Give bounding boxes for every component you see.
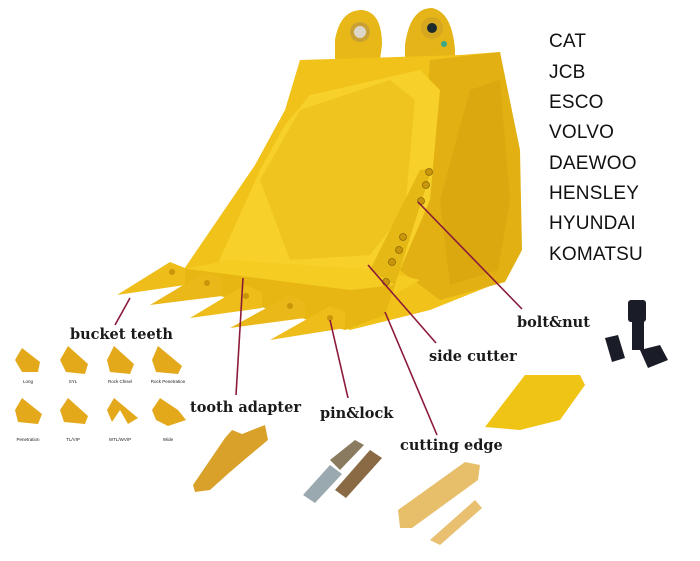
tooth-type-caption: SYL	[68, 379, 78, 384]
brand-jcb: JCB	[549, 62, 586, 83]
label-bucket-teeth: bucket teeth	[70, 326, 173, 343]
side-cutter-image	[485, 375, 585, 430]
tooth-type-caption: Long	[22, 379, 33, 384]
brand-esco: ESCO	[549, 92, 604, 113]
bucket-teeth-on-bucket	[117, 262, 345, 340]
bucket-hinge-right	[405, 8, 455, 62]
tooth-type-caption: WTL/WVIP	[108, 437, 132, 442]
pin-lock-image	[303, 440, 382, 503]
label-side-cutter: side cutter	[429, 348, 517, 365]
bolt-nut-image	[605, 300, 668, 368]
tooth-adapter-image	[193, 425, 268, 492]
leader-lines	[114, 201, 523, 436]
brand-daewoo: DAEWOO	[549, 153, 637, 174]
tooth-type-caption: TL/VIP	[66, 437, 80, 442]
label-tooth-adapter: tooth adapter	[190, 399, 301, 416]
tooth-type-caption: Rock Chisel	[107, 379, 132, 384]
cutting-edge-image	[398, 462, 482, 545]
bucket-hinge-left	[335, 10, 382, 60]
tooth-type-caption: Wide	[162, 437, 174, 442]
brand-komatsu: KOMATSU	[549, 244, 643, 265]
tooth-type-caption: Rock Penetration	[150, 379, 186, 384]
brand-cat: CAT	[549, 31, 587, 52]
brand-volvo: VOLVO	[549, 122, 615, 143]
label-bolt-nut: bolt&nut	[517, 314, 590, 331]
tooth-type-caption: Penetration	[16, 437, 40, 442]
label-cutting-edge: cutting edge	[400, 437, 503, 454]
label-pin-lock: pin&lock	[320, 405, 394, 422]
brand-hyundai: HYUNDAI	[549, 213, 636, 234]
brand-hensley: HENSLEY	[549, 183, 640, 204]
teeth-catalog	[15, 346, 186, 426]
